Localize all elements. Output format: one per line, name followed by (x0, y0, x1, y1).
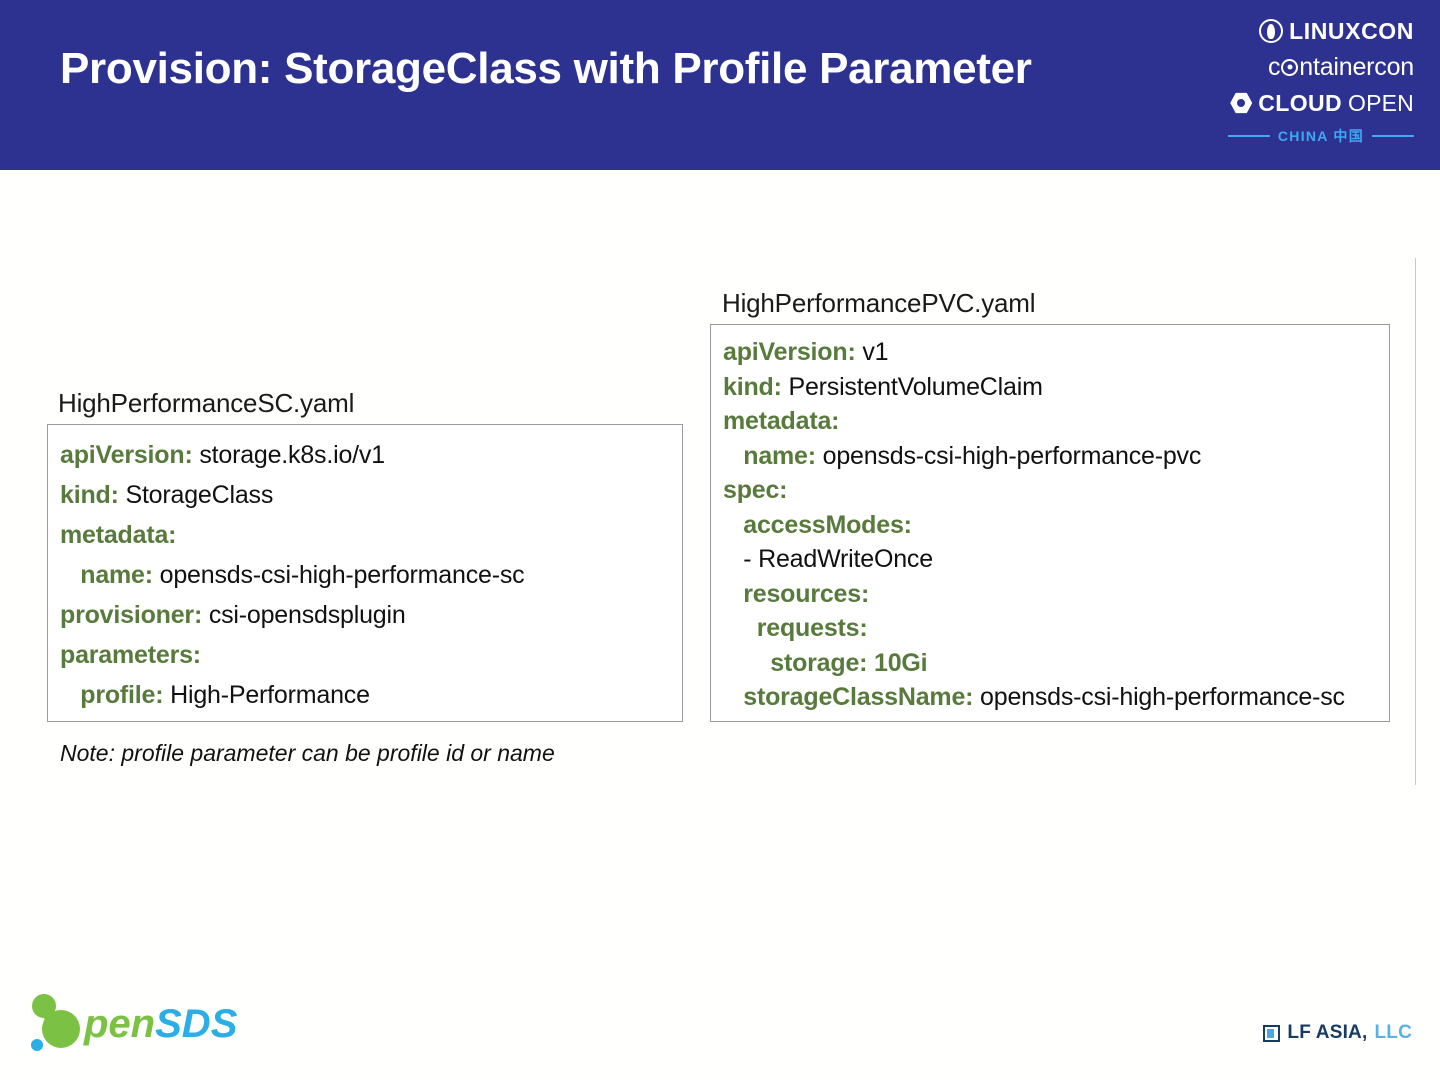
yaml-value: v1 (855, 338, 889, 366)
yaml-value: StorageClass (118, 481, 274, 509)
yaml-indent (723, 545, 743, 573)
yaml-line: storage: 10Gi (723, 646, 1377, 681)
yaml-value: 10Gi (867, 648, 928, 677)
yaml-indent (723, 683, 743, 711)
region-label: CHINA 中国 (1277, 128, 1364, 144)
yaml-key: kind: (723, 372, 782, 401)
lf-asia-primary: LF ASIA, (1287, 1022, 1368, 1043)
yaml-key: name: (743, 441, 816, 470)
hexagon-icon (1230, 92, 1253, 114)
opensds-logo: penSDS (24, 988, 254, 1064)
yaml-key: resources: (743, 579, 870, 608)
yaml-value: opensds-csi-high-performance-sc (973, 683, 1345, 711)
yaml-key: name: (80, 561, 153, 589)
yaml-key: storageClassName: (743, 683, 974, 711)
yaml-line: name: opensds-csi-high-performance-sc (60, 555, 670, 595)
yaml-line: spec: (723, 473, 1377, 508)
yaml-key: provisioner: (60, 601, 203, 629)
yaml-key: storage: (770, 648, 868, 677)
penguin-icon (1259, 19, 1284, 43)
yaml-line: storageClassName: opensds-csi-high-perfo… (723, 680, 1377, 715)
yaml-key: requests: (756, 614, 868, 642)
yaml-value: High-Performance (163, 681, 370, 709)
linuxcon-logo-row: LINUXCON (1214, 14, 1414, 48)
cloud-wordmark: CLOUD (1258, 89, 1343, 116)
page-title: Provision: StorageClass with Profile Par… (60, 44, 1032, 93)
yaml-indent (723, 580, 743, 608)
yaml-key: profile: (80, 681, 164, 709)
lf-square-icon (1263, 1024, 1281, 1042)
rule-left (1227, 135, 1270, 137)
yaml-value: PersistentVolumeClaim (781, 372, 1043, 401)
open-wordmark: OPEN (1348, 89, 1414, 116)
yaml-line: provisioner: csi-opensdsplugin (60, 595, 670, 635)
yaml-key: spec: (723, 476, 788, 504)
opensds-wordmark: penSDS (84, 998, 237, 1050)
rule-right (1372, 135, 1414, 137)
containercon-suffix: ntainercon (1299, 52, 1414, 81)
yaml-line: metadata: (60, 515, 670, 555)
pvc-yaml-caption: HighPerformancePVC.yaml (722, 288, 1036, 318)
yaml-line: resources: (723, 577, 1377, 612)
target-circle-icon (1281, 58, 1299, 76)
region-row: CHINA 中国 (1214, 126, 1414, 146)
yaml-line: - ReadWriteOnce (723, 542, 1377, 577)
yaml-line: apiVersion: v1 (723, 335, 1377, 370)
containercon-logo-row: c ntainercon (1214, 48, 1414, 86)
yaml-key: parameters: (60, 641, 201, 669)
yaml-key: accessModes: (743, 510, 912, 539)
yaml-value: csi-opensdsplugin (202, 601, 406, 629)
yaml-line: kind: StorageClass (60, 475, 670, 515)
opensds-pen-text: pen (84, 1002, 156, 1046)
yaml-value: opensds-csi-high-performance-sc (152, 561, 525, 589)
yaml-line: name: opensds-csi-high-performance-pvc (723, 439, 1377, 474)
lf-asia-logo: LF ASIA, LLC (1263, 1022, 1412, 1044)
yaml-indent (723, 511, 743, 539)
yaml-line: parameters: (60, 635, 670, 675)
storage-class-yaml-caption: HighPerformanceSC.yaml (58, 388, 355, 418)
yaml-line: requests: (723, 611, 1377, 646)
yaml-indent (723, 614, 757, 642)
vertical-divider (1415, 258, 1417, 785)
lf-asia-secondary: LLC (1374, 1022, 1412, 1043)
yaml-indent (723, 442, 743, 470)
yaml-key: apiVersion: (60, 441, 193, 469)
yaml-key: apiVersion: (723, 338, 856, 366)
yaml-line: apiVersion: storage.k8s.io/v1 (60, 435, 670, 475)
containercon-wordmark: c ntainercon (1267, 52, 1414, 81)
containercon-prefix: c (1267, 52, 1281, 81)
note-text: Note: profile parameter can be profile i… (60, 740, 555, 766)
yaml-key: metadata: (723, 407, 840, 435)
opensds-mark-icon (31, 994, 80, 1051)
yaml-line: metadata: (723, 404, 1377, 439)
opensds-sds-text: SDS (155, 1002, 238, 1046)
yaml-value: opensds-csi-high-performance-pvc (815, 441, 1202, 470)
yaml-indent (60, 561, 80, 589)
yaml-key: kind: (60, 481, 119, 509)
header-band (0, 0, 1440, 170)
yaml-value: storage.k8s.io/v1 (192, 441, 385, 469)
yaml-indent (723, 649, 770, 677)
yaml-key: metadata: (60, 521, 177, 549)
yaml-value: - ReadWriteOnce (743, 545, 933, 573)
yaml-line: profile: High-Performance (60, 675, 670, 715)
yaml-line: accessModes: (723, 508, 1377, 543)
yaml-line: kind: PersistentVolumeClaim (723, 370, 1377, 405)
linuxcon-wordmark: LINUXCON (1289, 17, 1414, 44)
yaml-indent (60, 681, 80, 709)
